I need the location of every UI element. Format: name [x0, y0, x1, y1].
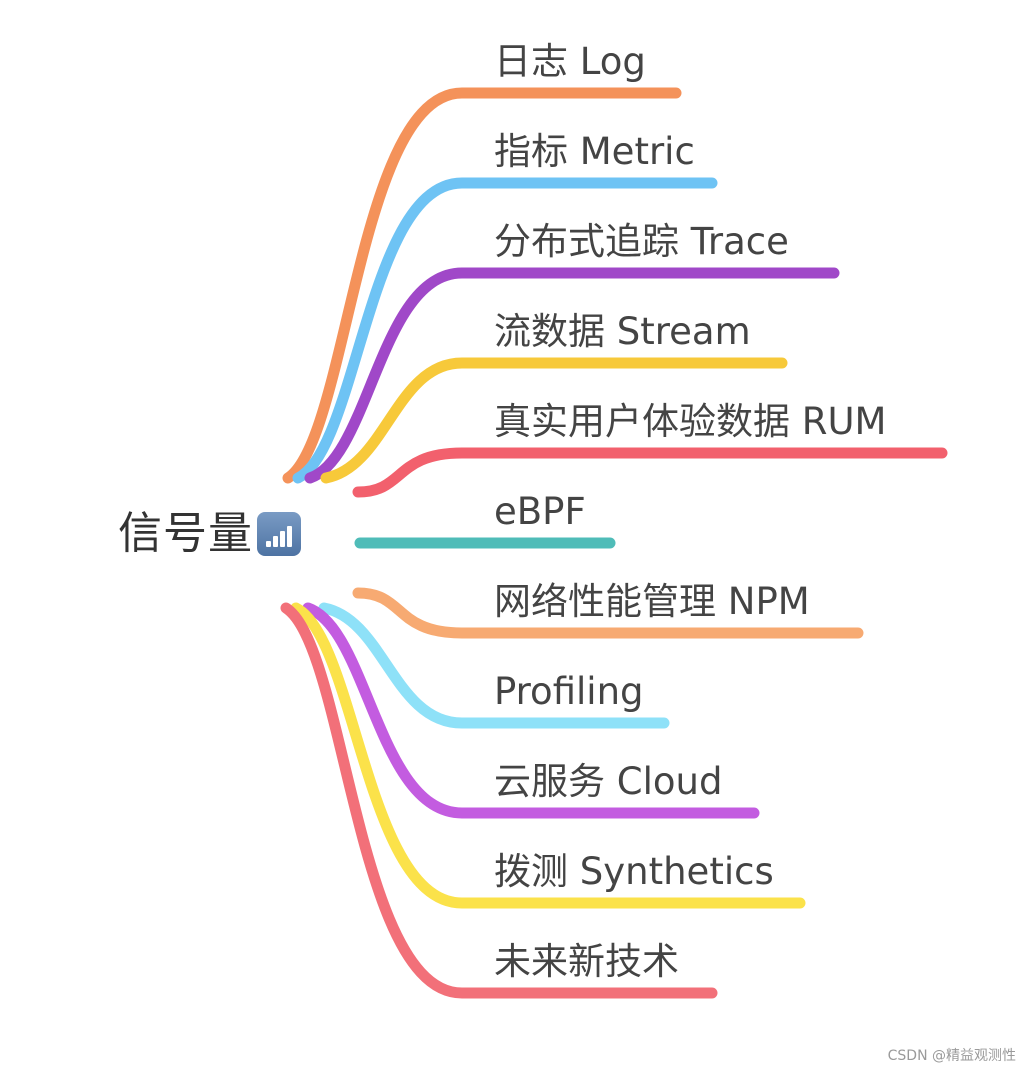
branch-line — [352, 447, 948, 498]
branch-label: 云服务 Cloud — [494, 760, 723, 803]
branch-label: 未来新技术 — [494, 940, 679, 983]
branch-label: 日志 Log — [494, 40, 646, 83]
branch-label: 分布式追踪 Trace — [494, 220, 789, 263]
branch-label: 真实用户体验数据 RUM — [494, 400, 887, 443]
branch-line — [352, 587, 864, 639]
signal-bars-icon — [257, 512, 301, 556]
branch-label: 流数据 Stream — [494, 310, 751, 353]
branch-label: Profiling — [494, 670, 644, 713]
root-label: 信号量 — [118, 508, 253, 559]
branch-line — [304, 267, 840, 484]
branch-label: 网络性能管理 NPM — [494, 580, 810, 623]
watermark: CSDN @精益观测性 — [887, 1048, 1016, 1064]
branch-line — [292, 177, 718, 484]
branch-line — [318, 602, 670, 729]
branch-line — [280, 602, 718, 999]
branch-line — [290, 602, 806, 909]
branch-line — [302, 602, 760, 819]
branch-label: 拨测 Synthetics — [494, 850, 774, 893]
branch-line — [320, 357, 788, 484]
branch-label: 指标 Metric — [494, 130, 695, 173]
root-node: 信号量 — [118, 512, 301, 556]
branch-line — [282, 87, 682, 484]
branch-label: eBPF — [494, 490, 586, 533]
